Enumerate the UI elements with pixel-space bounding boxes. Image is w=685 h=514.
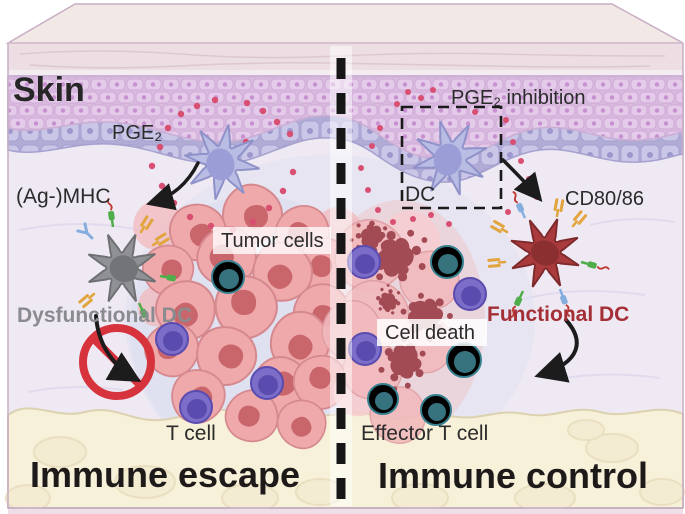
pge2-label: PGE₂ bbox=[112, 122, 162, 144]
cell-death-label-text: Cell death bbox=[385, 322, 475, 344]
panel-divider bbox=[330, 46, 352, 506]
tumor-cells-label-text: Tumor cells bbox=[221, 230, 324, 252]
skin-label: Skin bbox=[13, 71, 85, 109]
pge2-inhibition-label: PGE₂ inhibition bbox=[451, 87, 586, 109]
dysfunctional-dc-label: Dysfunctional DC bbox=[17, 304, 192, 327]
functional-dc bbox=[487, 190, 610, 318]
immune-control-title: Immune control bbox=[378, 455, 648, 496]
immune-escape-title: Immune escape bbox=[30, 454, 300, 495]
functional-dc-label: Functional DC bbox=[487, 303, 629, 326]
t-cell-label: T cell bbox=[166, 422, 216, 445]
dc-label: DC bbox=[405, 183, 435, 206]
cd80-86-label: CD80/86 bbox=[565, 188, 644, 210]
arrow-dc-to-functional bbox=[501, 158, 543, 203]
arrow-dc-to-dysfunctional bbox=[145, 161, 200, 211]
fat-lobules bbox=[5, 419, 685, 513]
t-cell-nuclei bbox=[163, 254, 481, 419]
dermis-texture bbox=[19, 218, 676, 393]
dysfunctional-dc bbox=[74, 198, 178, 321]
ag-mhc-label: (Ag-)MHC bbox=[16, 185, 111, 208]
dc-right bbox=[402, 110, 498, 206]
dc-left bbox=[176, 116, 268, 208]
skin-top-face bbox=[5, 3, 684, 44]
effector-t-cell-nuclei bbox=[219, 254, 476, 421]
arrow-functional-dc-action bbox=[534, 318, 579, 383]
arrow-blocked-dc-action bbox=[94, 314, 142, 383]
effector-t-cell-label: Effector T cell bbox=[361, 422, 488, 445]
tumor-cells-label: Tumor cells bbox=[213, 227, 331, 254]
dc-inhibition-box bbox=[400, 105, 503, 210]
block-frame bbox=[7, 43, 684, 514]
cell-death-label: Cell death bbox=[377, 319, 487, 346]
